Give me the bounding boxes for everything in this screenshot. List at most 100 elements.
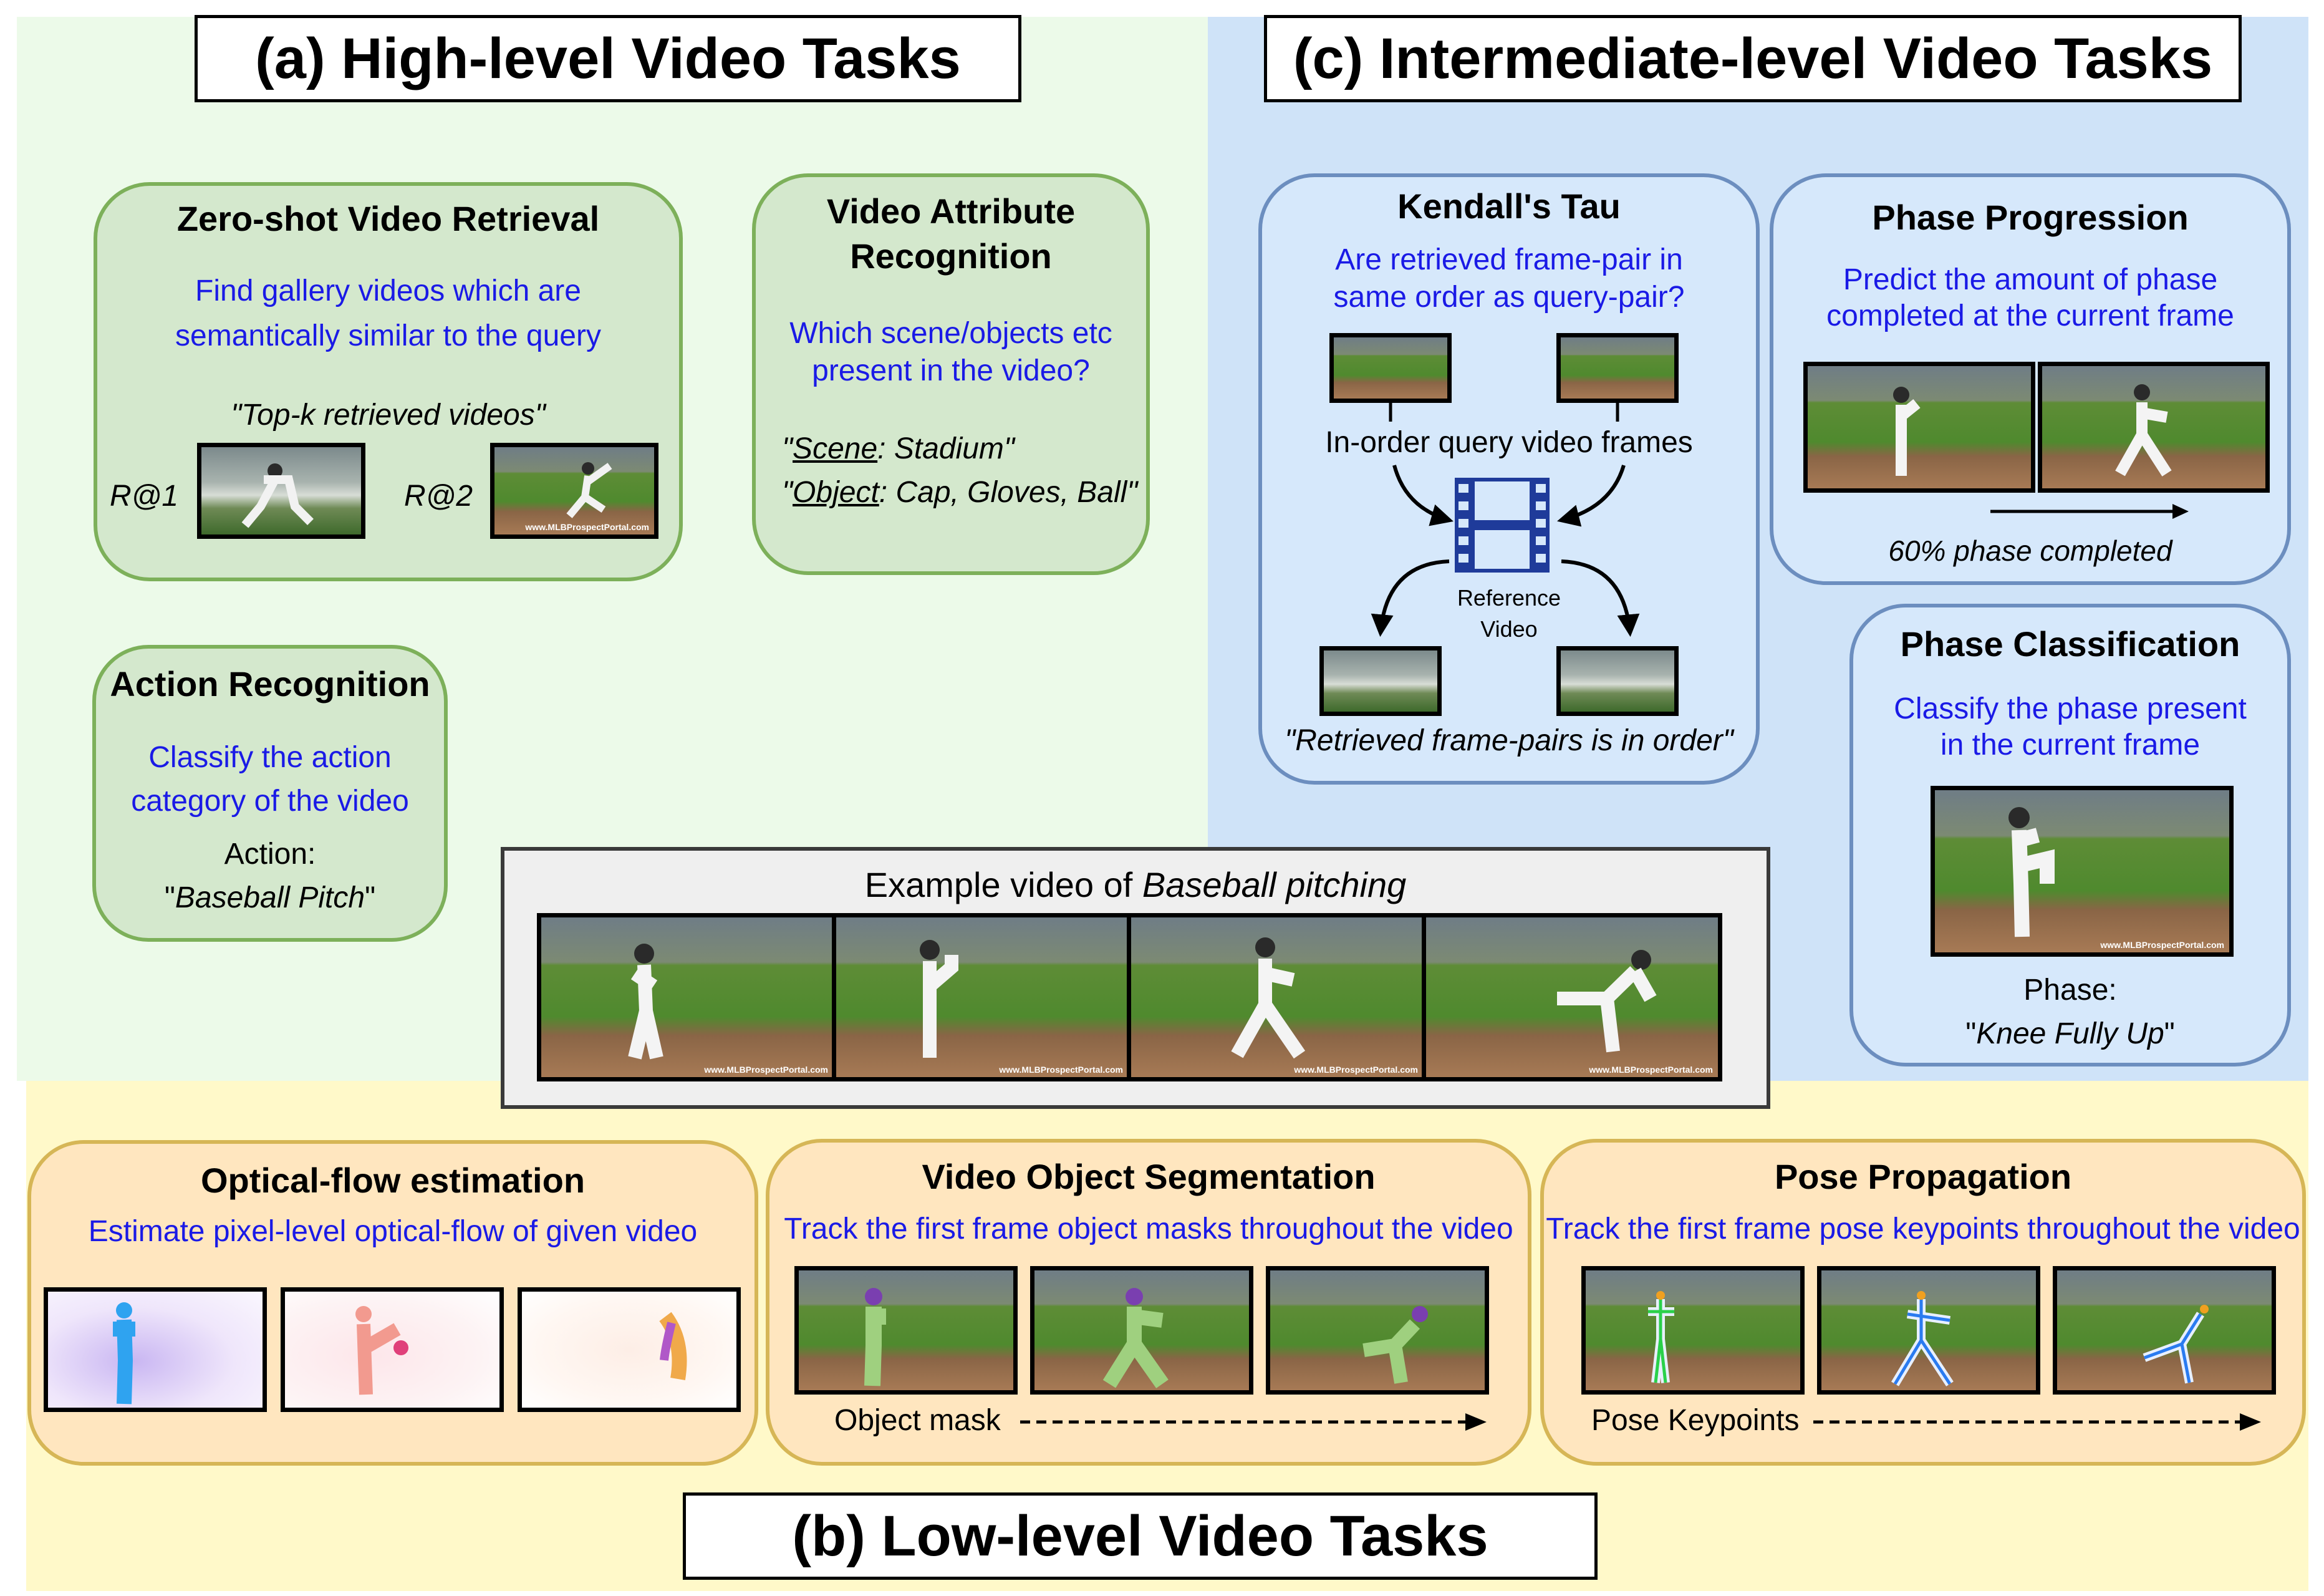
action-label: Action: <box>224 838 316 871</box>
video-watermark: www.MLBProspectPortal.com <box>1294 1065 1418 1075</box>
action-value: "Baseball Pitch" <box>96 881 444 915</box>
keypoint-overlay <box>1891 1291 1954 1386</box>
flow-frame-1 <box>44 1287 267 1412</box>
pitcher-figure <box>628 944 663 1060</box>
query-frame-1 <box>1329 333 1452 403</box>
pitcher-figure <box>241 463 314 528</box>
object-attribute: "Object: Cap, Gloves, Ball" <box>782 476 1138 509</box>
pose-arrow <box>1813 1413 2261 1431</box>
pose-caption: Pose Keypoints <box>1591 1404 1800 1437</box>
attribute-title-line1: Video Attribute <box>826 191 1076 231</box>
segmentation-frame-3 <box>1266 1266 1489 1395</box>
flow-silhouette <box>113 1302 135 1405</box>
low-level-title: (b) Low-level Video Tasks <box>683 1492 1598 1580</box>
scene-key: Scene <box>793 432 878 465</box>
phase-value: "Knee Fully Up" <box>1853 1017 2287 1051</box>
phase-classification-title: Phase Classification <box>1900 624 2240 664</box>
attribute-question-line2: present in the video? <box>812 354 1090 387</box>
segmentation-title: Video Object Segmentation <box>922 1157 1376 1196</box>
reference-label-line1: Reference <box>1457 585 1561 611</box>
flow-frame-2 <box>281 1287 504 1412</box>
pitcher-figure <box>1557 950 1657 1053</box>
pose-title: Pose Propagation <box>1774 1157 2072 1196</box>
pose-frame-2 <box>1817 1266 2040 1395</box>
example-frame-4: www.MLBProspectPortal.com <box>1422 913 1722 1081</box>
mask-overlay <box>1102 1288 1169 1388</box>
pitcher-figure <box>1893 387 1921 476</box>
low-level-title-text: (b) Low-level Video Tasks <box>792 1504 1488 1568</box>
keypoint-overlay <box>1648 1291 1674 1383</box>
video-watermark: www.MLBProspectPortal.com <box>999 1065 1123 1075</box>
kendall-question-line1: Are retrieved frame-pair in <box>1335 243 1683 276</box>
segmentation-question: Track the first frame object masks throu… <box>784 1212 1513 1245</box>
intermediate-level-title: (c) Intermediate-level Video Tasks <box>1264 15 2242 102</box>
video-watermark: www.MLBProspectPortal.com <box>704 1065 828 1075</box>
action-question-line1: Classify the action <box>148 741 392 774</box>
object-key: Object <box>793 476 879 509</box>
phase-classification-frame: www.MLBProspectPortal.com <box>1931 786 2234 957</box>
action-value-text: Baseball Pitch <box>175 881 365 914</box>
phase-progression-title: Phase Progression <box>1872 198 2189 237</box>
pitcher-figure <box>566 462 612 518</box>
flow-silhouette <box>355 1306 408 1395</box>
kendall-title: Kendall's Tau <box>1397 186 1621 226</box>
segmentation-frame-1 <box>794 1266 1018 1395</box>
optical-flow-card: Optical-flow estimation Estimate pixel-l… <box>27 1140 758 1466</box>
pitcher-figure <box>920 940 958 1058</box>
intermediate-level-title-text: (c) Intermediate-level Video Tasks <box>1293 26 2213 90</box>
phase-classification-card: Phase Classification Classify the phase … <box>1849 604 2291 1066</box>
action-title: Action Recognition <box>110 664 430 704</box>
film-reel-icon <box>1455 478 1550 573</box>
phase-value-close-quote: " <box>2164 1017 2175 1050</box>
pitcher-figure <box>2115 384 2172 476</box>
pitcher-figure <box>2008 807 2055 937</box>
phase-progression-question-line1: Predict the amount of phase <box>1843 263 2218 296</box>
optical-flow-question: Estimate pixel-level optical-flow of giv… <box>88 1215 698 1248</box>
retrieved-video-1 <box>197 443 365 539</box>
example-video-box: Example video of Baseball pitching www.M… <box>501 847 1770 1109</box>
object-value: : Cap, Gloves, Ball" <box>879 476 1138 509</box>
attribute-card: Video Attribute Recognition Which scene/… <box>752 173 1150 575</box>
phase-classification-question-line1: Classify the phase present <box>1894 692 2247 725</box>
retrieval-card: Zero-shot Video Retrieval Find gallery v… <box>94 182 683 581</box>
mask-overlay <box>1362 1306 1428 1384</box>
high-level-title: (a) High-level Video Tasks <box>195 15 1021 102</box>
kendall-result: "Retrieved frame-pairs is in order" <box>1285 724 1733 757</box>
optical-flow-title: Optical-flow estimation <box>200 1161 586 1200</box>
phase-progression-question-line2: completed at the current frame <box>1826 299 2234 332</box>
flow-silhouette <box>659 1312 687 1380</box>
pose-card: Pose Propagation Track the first frame p… <box>1540 1139 2306 1466</box>
retrieval-question-line1: Find gallery videos which are <box>195 274 581 307</box>
keypoint-overlay <box>2143 1305 2209 1384</box>
video-watermark: www.MLBProspectPortal.com <box>1589 1065 1713 1075</box>
pose-frame-3 <box>2053 1266 2276 1395</box>
video-watermark: www.MLBProspectPortal.com <box>2100 940 2224 950</box>
retrieved-video-2: www.MLBProspectPortal.com <box>490 443 658 539</box>
reference-label-line2: Video <box>1480 616 1538 642</box>
pose-frame-1 <box>1581 1266 1805 1395</box>
example-caption: Example video of Baseball pitching <box>504 864 1767 905</box>
rank-1-label: R@1 <box>110 480 179 513</box>
segmentation-caption: Object mask <box>834 1404 1001 1437</box>
retrieved-frame-1 <box>1319 646 1442 716</box>
attribute-question-line1: Which scene/objects etc <box>789 317 1112 350</box>
kendall-question-line2: same order as query-pair? <box>1333 281 1685 314</box>
example-frame-1: www.MLBProspectPortal.com <box>537 913 837 1081</box>
rank-2-label: R@2 <box>404 480 473 513</box>
query-caption: In-order query video frames <box>1325 426 1693 459</box>
phase-classification-question-line2: in the current frame <box>1940 728 2201 762</box>
pitcher-figure <box>1231 937 1306 1059</box>
segmentation-arrow <box>1020 1413 1487 1431</box>
phase-progression-caption: 60% phase completed <box>1888 534 2172 567</box>
example-frame-3: www.MLBProspectPortal.com <box>1127 913 1427 1081</box>
scene-value: : Stadium" <box>877 432 1015 465</box>
kendall-connector-arrows <box>1371 403 1640 637</box>
example-caption-italic: Baseball pitching <box>1142 865 1407 904</box>
high-level-title-text: (a) High-level Video Tasks <box>255 26 961 90</box>
phase-label: Phase: <box>2023 974 2117 1007</box>
phase-value-text: Knee Fully Up <box>1976 1017 2164 1050</box>
action-card: Action Recognition Classify the action c… <box>92 645 448 942</box>
retrieval-title: Zero-shot Video Retrieval <box>176 199 600 238</box>
kendall-card: Kendall's Tau Are retrieved frame-pair i… <box>1258 173 1760 785</box>
mask-overlay <box>864 1288 886 1386</box>
